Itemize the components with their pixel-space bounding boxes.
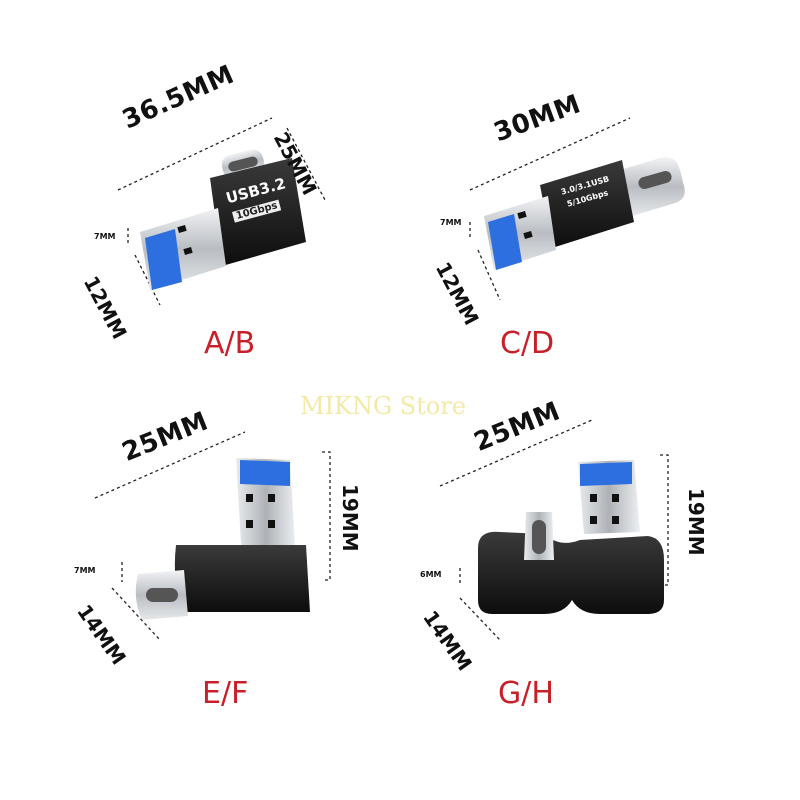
length-dimension-line [439, 419, 593, 487]
length-dimension-line [117, 117, 273, 191]
gh-height-label: 19MM [684, 488, 708, 556]
adapter-ef [94, 431, 331, 641]
adapter-cd [469, 117, 685, 301]
length-dimension-line [469, 117, 631, 191]
cd-height-small-label: 7MM [440, 218, 462, 227]
ef-height-label: 19MM [338, 484, 362, 552]
ef-height-small-label: 7MM [74, 566, 96, 575]
ab-height-small-label: 7MM [94, 232, 116, 241]
label-cd: C/D [500, 326, 555, 361]
depth-dimension-line [286, 127, 326, 201]
width-dimension-line [459, 597, 501, 641]
adapter-body [174, 545, 310, 612]
gh-height-small-label: 6MM [420, 570, 442, 579]
label-gh: G/H [498, 676, 554, 711]
label-ef: E/F [202, 676, 249, 711]
adapter-body [478, 531, 664, 614]
label-ab: A/B [204, 326, 256, 361]
height-dimension-line [660, 454, 669, 586]
adapter-body [540, 160, 634, 248]
store-watermark: MIKNG Store [300, 392, 466, 420]
height-dimension-line [322, 451, 331, 581]
adapter-gh [439, 419, 669, 641]
